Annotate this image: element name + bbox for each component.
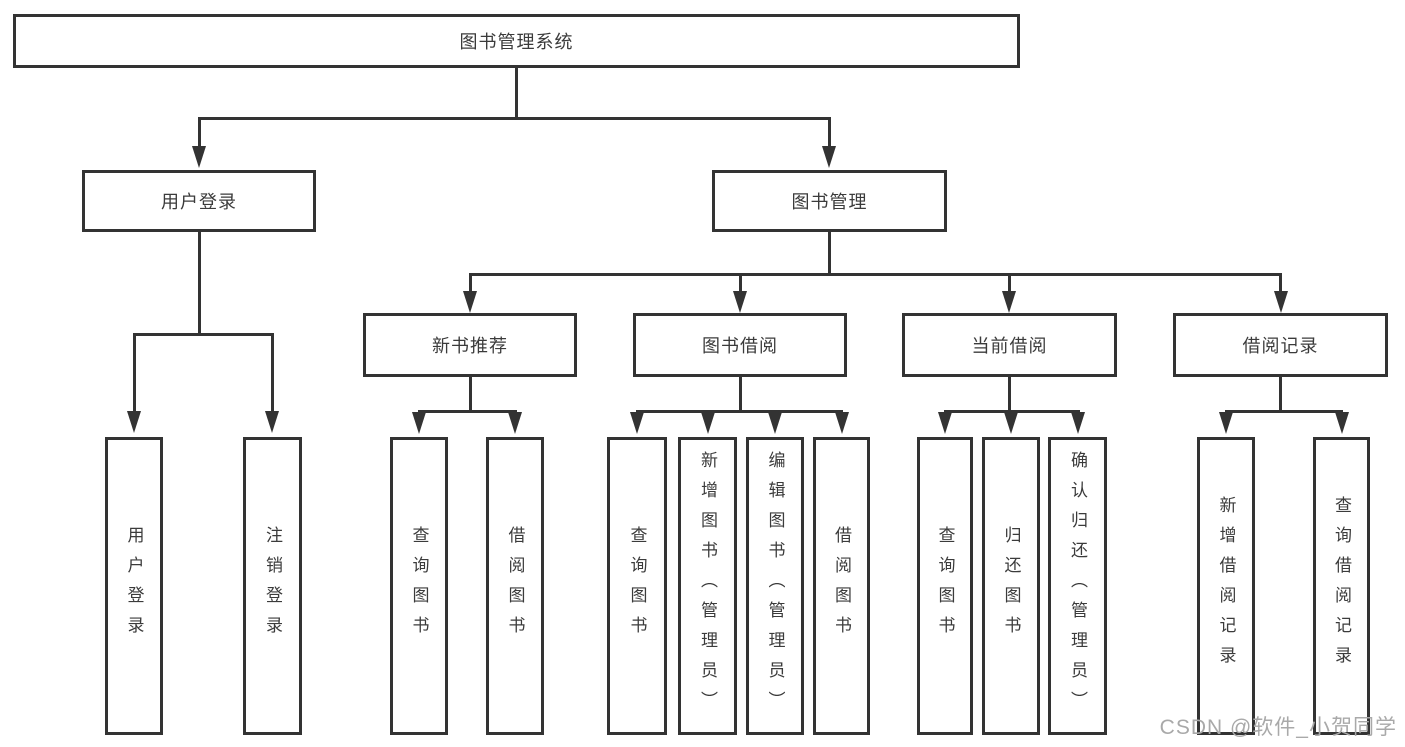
node-library-system: 图书管理系统 (13, 14, 1020, 68)
arrow-down-icon (1219, 412, 1233, 434)
connector-line (515, 68, 518, 118)
node-book-management: 图书管理 (712, 170, 947, 232)
arrow-down-icon (1004, 412, 1018, 434)
leaf-edit-books-admin: 编辑图书（管理员） (746, 437, 804, 735)
connector-line (828, 232, 831, 273)
leaf-borrow-books-recommend: 借阅图书 (486, 437, 544, 735)
node-new-book-recommend: 新书推荐 (363, 313, 577, 377)
connector-line (198, 232, 201, 333)
node-book-borrowing: 图书借阅 (633, 313, 847, 377)
connector-line (133, 333, 274, 336)
connector-line (1279, 377, 1282, 410)
connector-line (418, 410, 517, 413)
connector-line (739, 377, 742, 410)
csdn-watermark: CSDN @软件_小贺同学 (1159, 716, 1397, 739)
leaf-query-books-recommend: 查询图书 (390, 437, 448, 735)
node-user-login: 用户登录 (82, 170, 316, 232)
connector-line (469, 377, 472, 410)
connector-line (636, 410, 843, 413)
connector-line (198, 117, 201, 148)
connector-line (469, 273, 1282, 276)
leaf-add-borrow-record: 新增借阅记录 (1197, 437, 1255, 735)
leaf-borrow-books: 借阅图书 (813, 437, 870, 735)
connector-line (1279, 273, 1282, 293)
arrow-down-icon (1274, 291, 1288, 313)
arrow-down-icon (701, 412, 715, 434)
arrow-down-icon (835, 412, 849, 434)
arrow-down-icon (412, 412, 426, 434)
arrow-down-icon (630, 412, 644, 434)
leaf-user-login: 用户登录 (105, 437, 163, 735)
connector-line (1008, 377, 1011, 410)
node-borrowing-records: 借阅记录 (1173, 313, 1388, 377)
connector-line (198, 117, 831, 120)
arrow-down-icon (192, 146, 206, 168)
connector-line (271, 333, 274, 413)
arrow-down-icon (127, 411, 141, 433)
arrow-down-icon (1335, 412, 1349, 434)
node-current-borrowing: 当前借阅 (902, 313, 1117, 377)
connector-line (828, 117, 831, 148)
connector-line (133, 333, 136, 413)
arrow-down-icon (1071, 412, 1085, 434)
arrow-down-icon (265, 411, 279, 433)
leaf-query-books-borrowing: 查询图书 (607, 437, 667, 735)
arrow-down-icon (822, 146, 836, 168)
leaf-logout: 注销登录 (243, 437, 302, 735)
leaf-return-books: 归还图书 (982, 437, 1040, 735)
leaf-query-books-current: 查询图书 (917, 437, 973, 735)
arrow-down-icon (768, 412, 782, 434)
connector-line (739, 273, 742, 293)
arrow-down-icon (733, 291, 747, 313)
arrow-down-icon (463, 291, 477, 313)
leaf-query-borrow-record: 查询借阅记录 (1313, 437, 1370, 735)
arrow-down-icon (1002, 291, 1016, 313)
arrow-down-icon (508, 412, 522, 434)
connector-line (1225, 410, 1343, 413)
leaf-confirm-return-admin: 确认归还（管理员） (1048, 437, 1107, 735)
leaf-add-books-admin: 新增图书（管理员） (678, 437, 737, 735)
connector-line (944, 410, 1080, 413)
connector-line (469, 273, 472, 293)
connector-line (1008, 273, 1011, 293)
arrow-down-icon (938, 412, 952, 434)
